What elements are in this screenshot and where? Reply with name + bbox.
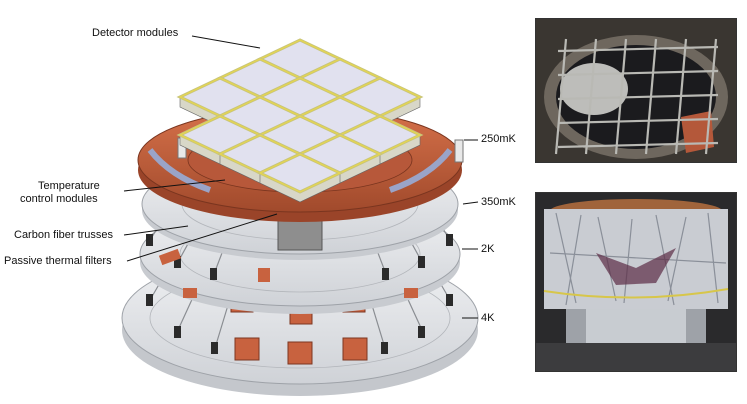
focal-plane-photo [535, 18, 737, 163]
label-detector-modules: Detector modules [92, 27, 179, 39]
detector-module-trim [258, 153, 342, 193]
label-temperature-control-1: Temperature [38, 180, 100, 192]
photo-grid-line [557, 141, 719, 149]
photo-grid-line [557, 93, 719, 101]
label-4k: 4K [481, 312, 495, 324]
truss-mounts-lower [146, 294, 453, 354]
photo-grid-line [704, 38, 718, 155]
label-carbon-fiber-trusses: Carbon fiber trusses [14, 229, 114, 241]
focal-plane-photo-icon [536, 19, 736, 162]
temperature-control-module-right [389, 148, 453, 193]
photo-grid-line [557, 45, 719, 53]
photo-grid-line [557, 69, 719, 77]
label-350mk: 350mK [481, 196, 516, 208]
photo-grid-line [584, 38, 598, 155]
label-temperature-control-2: control modules [20, 193, 98, 205]
photo-grid-line [554, 38, 568, 155]
mli-wrapped-assembly-photo-icon [536, 193, 736, 371]
detector-module-array [176, 38, 424, 203]
mli-wrapped-assembly-photo [535, 192, 737, 372]
label-passive-thermal-filters: Passive thermal filters [4, 255, 112, 267]
label-250mk: 250mK [481, 133, 516, 145]
label-2k: 2K [481, 243, 495, 255]
photo-grid-line [557, 117, 719, 125]
